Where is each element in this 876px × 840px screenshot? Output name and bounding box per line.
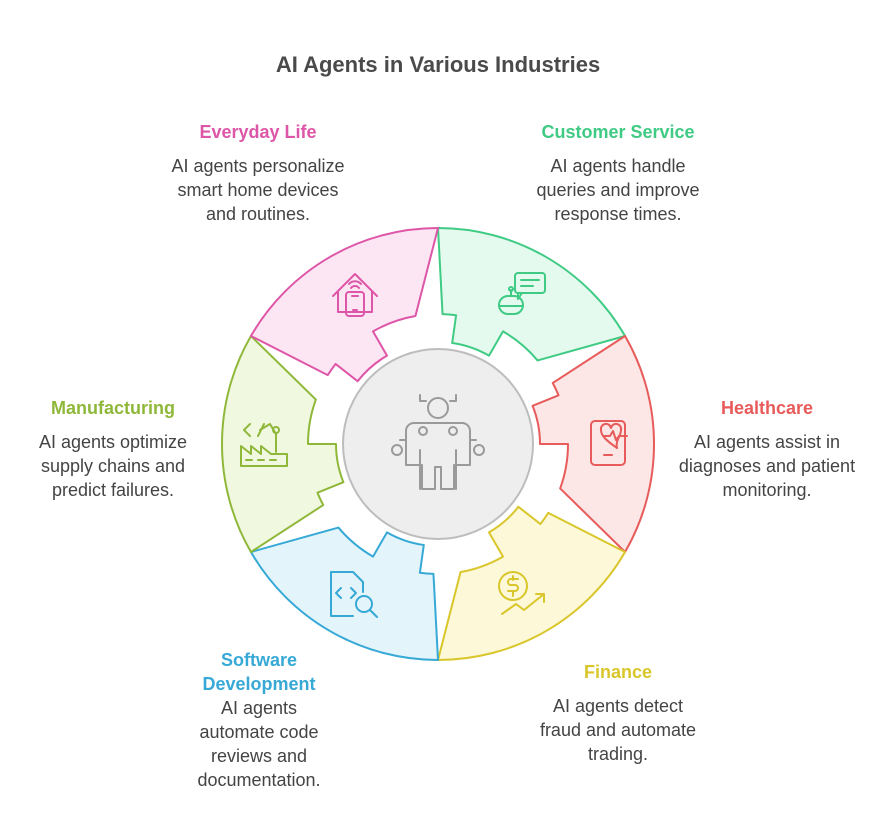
heading-software-development: Software Development: [202, 650, 316, 694]
heading-everyday-life: Everyday Life: [199, 122, 317, 142]
segment-manufacturing: [221, 335, 345, 553]
label-customer-service: Customer Service AI agents handle querie…: [528, 120, 708, 226]
heading-finance: Finance: [583, 662, 653, 682]
segment-customer-service: [437, 227, 627, 362]
desc-manufacturing: AI agents optimize supply chains and pre…: [38, 432, 188, 500]
label-software-development: Software Development AI agents automate …: [176, 648, 342, 792]
ai-agent-icon: [391, 394, 485, 490]
smart-home-icon: [332, 273, 378, 317]
chatbot-icon: [498, 272, 546, 315]
heart-tablet-icon: [590, 420, 628, 466]
diagram-title: AI Agents in Various Industries: [275, 52, 601, 77]
label-everyday-life: Everyday Life AI agents personalize smar…: [170, 120, 346, 226]
code-search-icon: [330, 571, 378, 618]
factory-robot-icon: [240, 423, 288, 467]
label-healthcare: Healthcare AI agents assist in diagnoses…: [672, 396, 862, 502]
label-finance: Finance AI agents detect fraud and autom…: [530, 660, 706, 766]
heading-manufacturing: Manufacturing: [51, 398, 175, 418]
segment-everyday-life: [249, 227, 439, 383]
heading-healthcare: Healthcare: [720, 398, 814, 418]
segment-healthcare: [531, 335, 655, 553]
desc-customer-service: AI agents handle queries and improve res…: [536, 156, 700, 224]
desc-software-development: AI agents automate code reviews and docu…: [197, 698, 321, 790]
center-hub: [342, 348, 534, 540]
label-manufacturing: Manufacturing AI agents optimize supply …: [22, 396, 204, 502]
desc-finance: AI agents detect fraud and automate trad…: [539, 696, 697, 764]
segment-software-development: [249, 526, 439, 661]
heading-customer-service: Customer Service: [541, 122, 695, 142]
desc-healthcare: AI agents assist in diagnoses and patien…: [678, 432, 856, 500]
dollar-growth-icon: [498, 571, 545, 615]
desc-everyday-life: AI agents personalize smart home devices…: [171, 156, 345, 224]
segment-finance: [437, 505, 627, 661]
